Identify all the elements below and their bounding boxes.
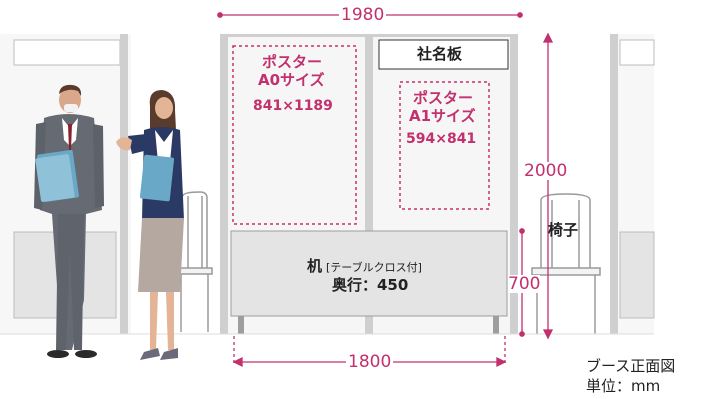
desk-label: 机: [307, 257, 323, 275]
desk-note: [テーブルクロス付]: [326, 261, 422, 274]
chair-left: [177, 191, 213, 332]
businessman-figure: [34, 84, 104, 358]
dim-booth-width: 1980: [339, 5, 387, 25]
dim-desk-width: 1800: [346, 352, 394, 372]
caption-title: ブース正面図: [586, 357, 676, 375]
dim-booth-height: 2000: [522, 161, 570, 181]
desk: [230, 230, 508, 334]
booth-post-right: [510, 34, 518, 334]
right-neighbor-booth: [610, 34, 655, 334]
poster-a1-line1: ポスター: [413, 89, 474, 107]
chair-right: [531, 193, 601, 334]
caption-unit: 単位：mm: [586, 377, 661, 395]
poster-a0-line2: A0サイズ: [258, 71, 325, 89]
nameplate-box: [378, 39, 509, 70]
dim-desk-height: 700: [508, 274, 541, 294]
chair-label: 椅子: [548, 221, 579, 239]
desk-depth: 奥行：450: [332, 276, 409, 294]
poster-a0-frame: [232, 45, 357, 225]
poster-a1-size: 594×841: [406, 131, 477, 147]
nameplate-label: 社名板: [417, 45, 463, 63]
booth-post-center: [365, 34, 373, 334]
poster-a1-line2: A1サイズ: [409, 107, 476, 125]
poster-a1-frame: [399, 81, 490, 210]
poster-a0-line1: ポスター: [262, 53, 323, 71]
booth-post-left: [220, 34, 228, 334]
poster-a0-size: 841×1189: [253, 98, 333, 114]
businesswoman-figure: [116, 90, 184, 360]
dimension-2000: [542, 32, 554, 340]
